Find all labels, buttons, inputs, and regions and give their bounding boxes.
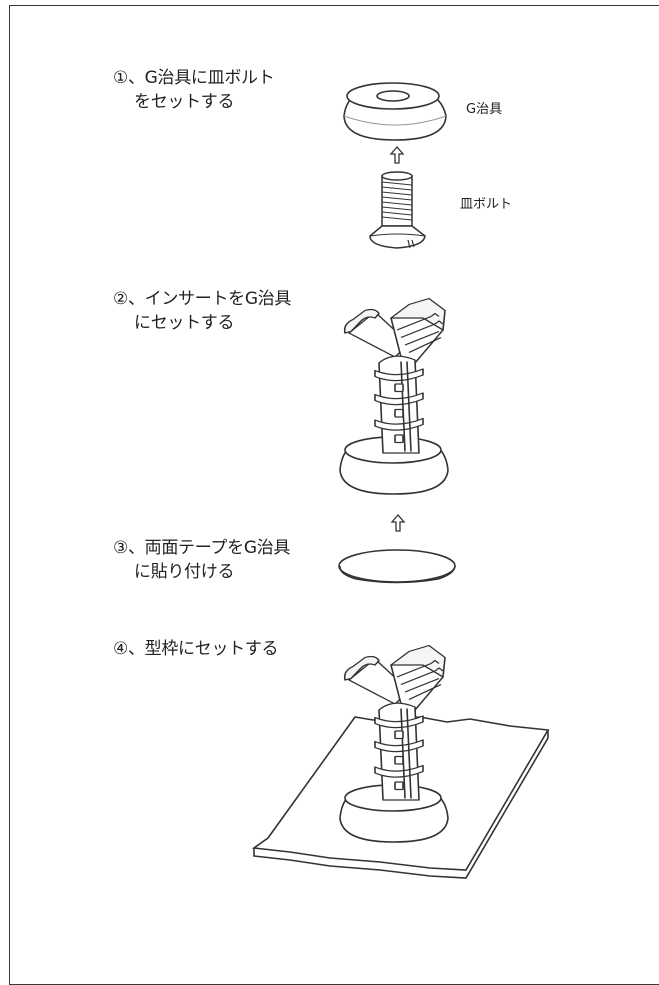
g-jig-label: G治具 bbox=[466, 102, 503, 117]
step-1-line1: ①、G治具に皿ボルト bbox=[113, 68, 275, 88]
step-3-text: ③、両面テープをG治具 に貼り付ける bbox=[113, 536, 290, 584]
step-3-line1: ③、両面テープをG治具 bbox=[113, 538, 291, 558]
g-jig-illustration bbox=[343, 82, 447, 141]
insert-in-frame-illustration bbox=[339, 644, 449, 843]
step-2-line2: にセットする bbox=[134, 313, 235, 333]
step-3-line2: に貼り付ける bbox=[134, 562, 235, 582]
countersunk-bolt-label: 皿ボルト bbox=[460, 197, 513, 212]
up-arrow-icon bbox=[389, 146, 405, 164]
step-1-line2: をセットする bbox=[134, 92, 235, 112]
up-arrow-icon-2 bbox=[390, 514, 406, 532]
countersunk-bolt-illustration bbox=[369, 171, 426, 249]
step-2-line1: ②、インサートをG治具 bbox=[113, 289, 292, 309]
step-2-text: ②、インサートをG治具 にセットする bbox=[113, 287, 291, 335]
step-4-text: ④、型枠にセットする bbox=[113, 637, 279, 661]
double-sided-tape-illustration bbox=[338, 549, 456, 584]
insert-on-jig-illustration bbox=[339, 297, 449, 495]
step-1-text: ①、G治具に皿ボルト をセットする bbox=[113, 66, 275, 114]
step-4-line1: ④、型枠にセットする bbox=[113, 639, 279, 659]
